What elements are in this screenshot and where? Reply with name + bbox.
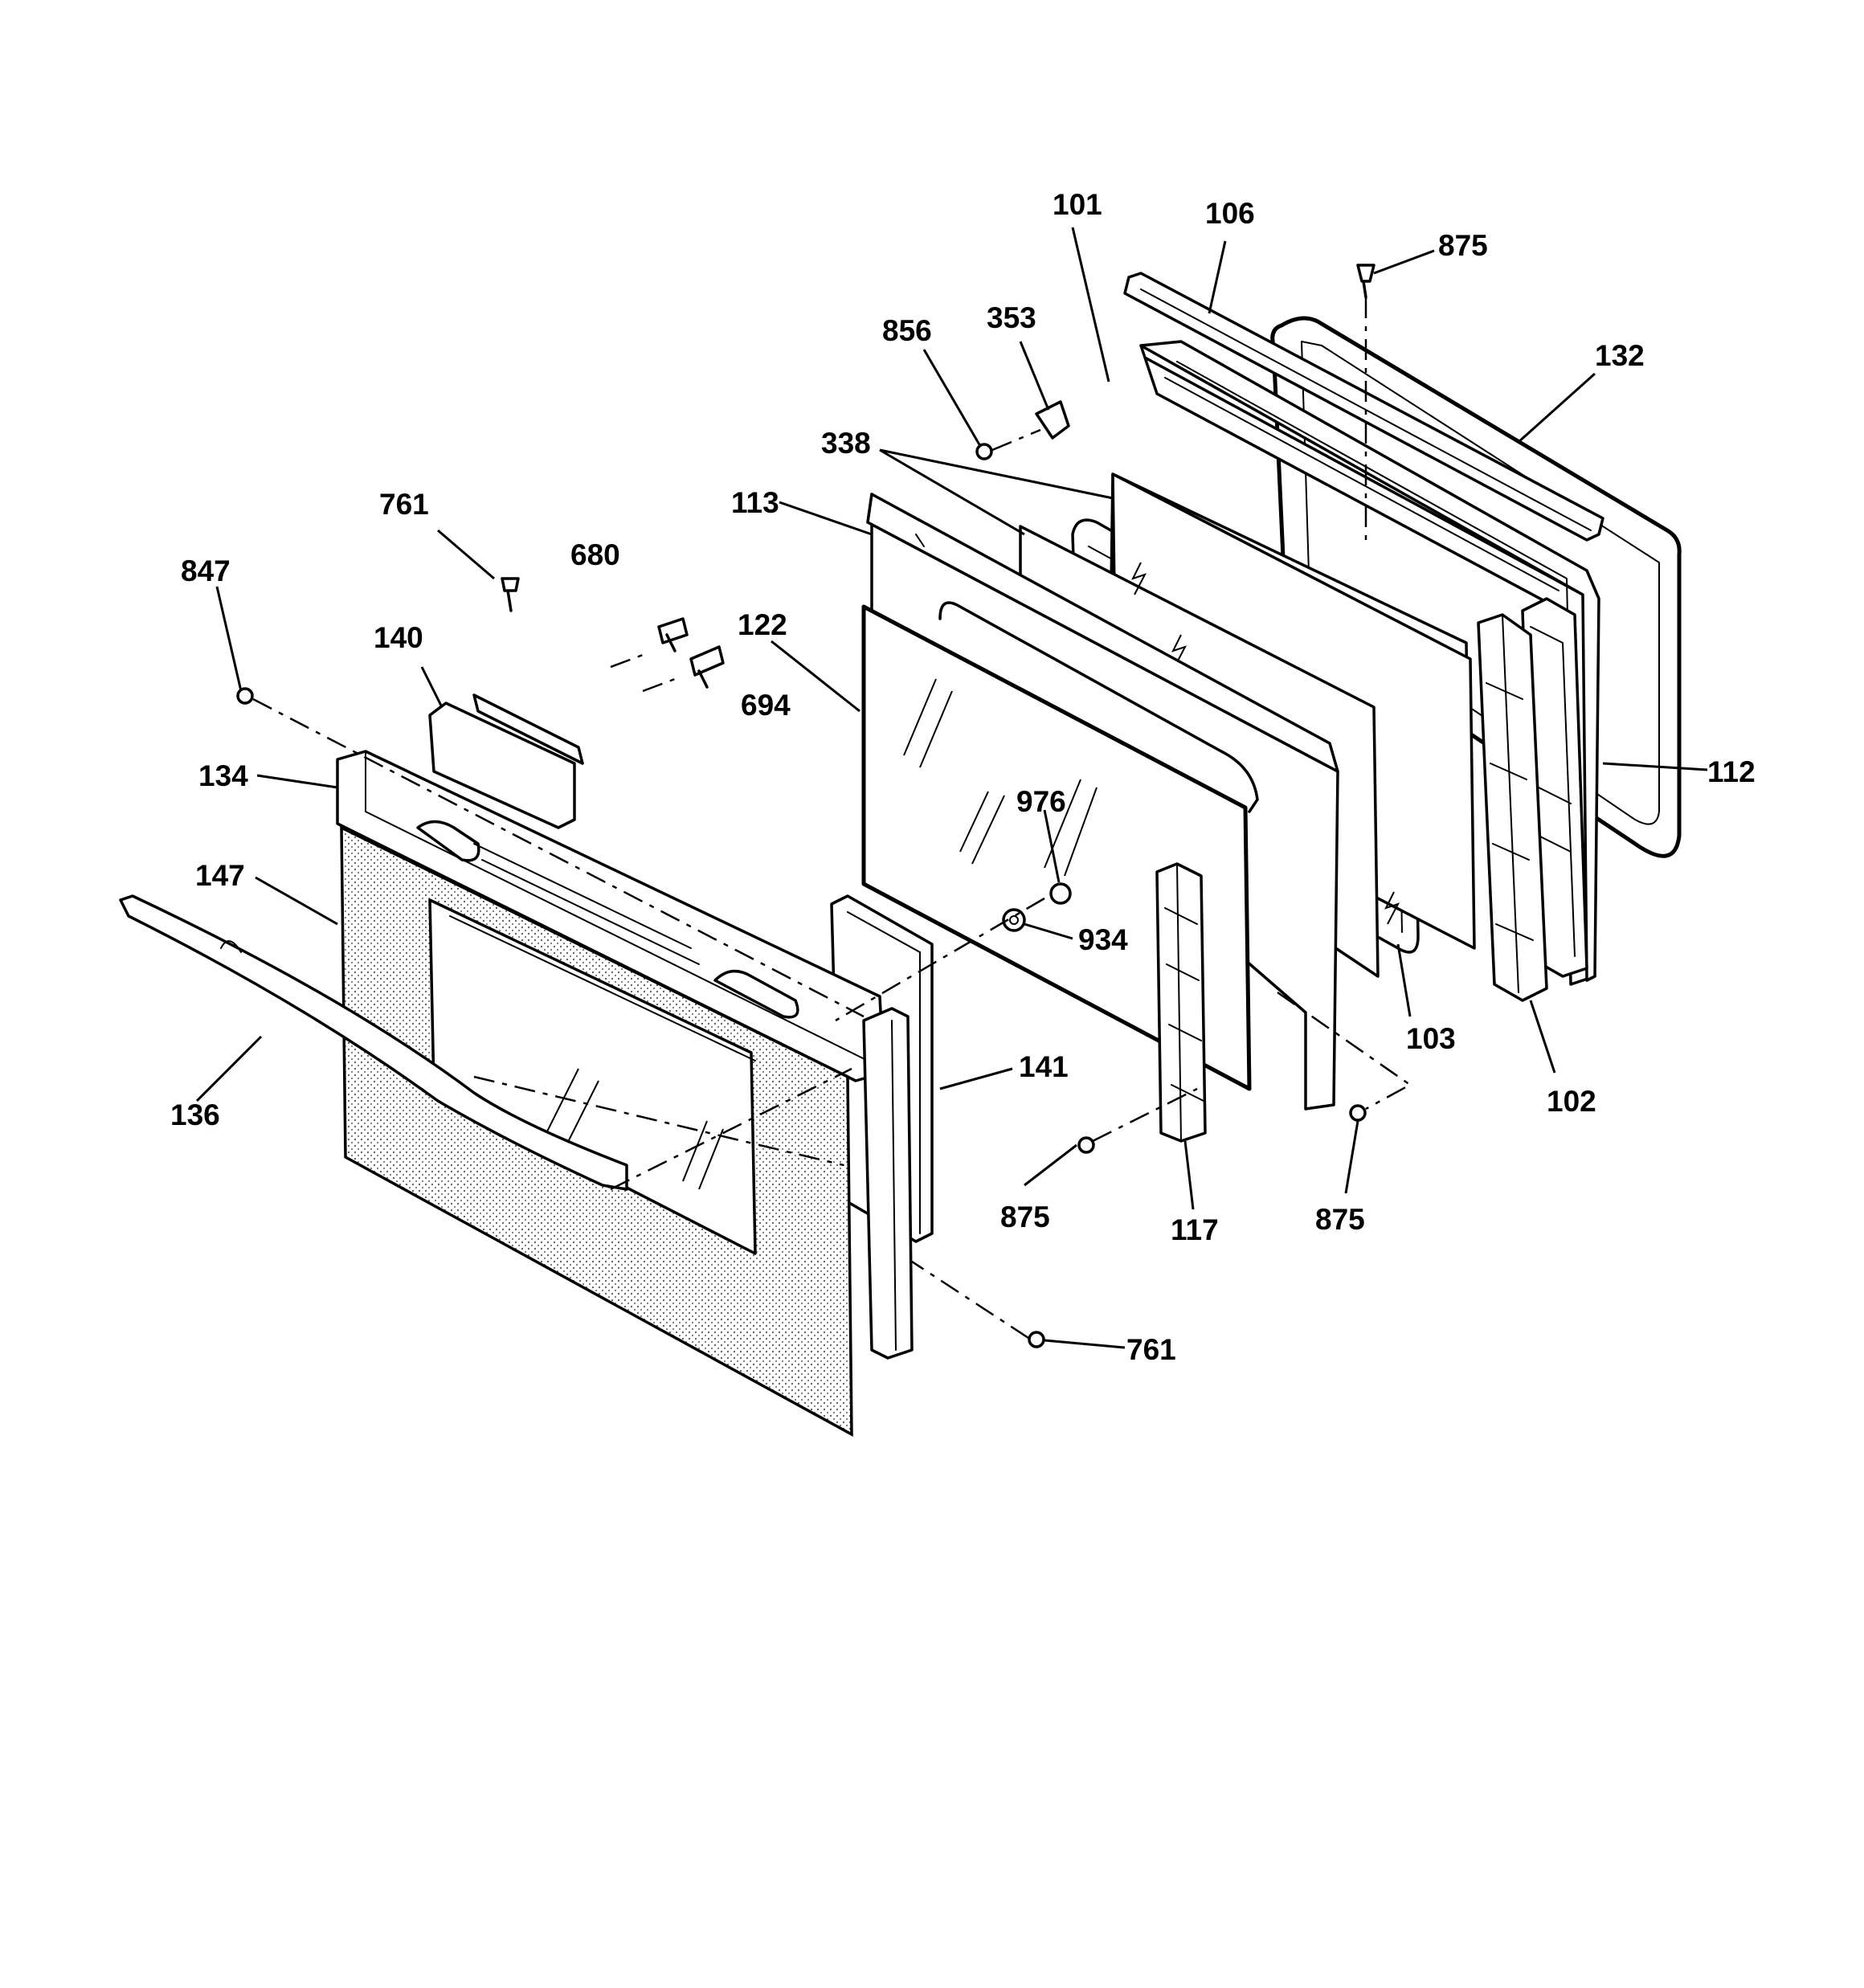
washer-934 (1002, 908, 1026, 932)
callout-106: 106 (1205, 197, 1255, 230)
callout-117: 117 (1171, 1213, 1219, 1246)
screw-680 (657, 617, 689, 652)
callout-847: 847 (181, 554, 231, 587)
callout-761-bottom: 761 (1126, 1333, 1176, 1366)
callout-338: 338 (821, 427, 871, 460)
screw-875-top (1356, 264, 1376, 299)
door-frame-side (862, 1007, 914, 1360)
door-handle-136 (119, 894, 628, 1191)
callout-141: 141 (1019, 1050, 1069, 1083)
nut-976 (1049, 882, 1072, 905)
callout-856: 856 (882, 314, 932, 347)
callout-101: 101 (1053, 188, 1102, 221)
callout-875-right: 875 (1315, 1203, 1365, 1236)
callout-934: 934 (1078, 923, 1128, 956)
vent-strip-117 (1155, 862, 1207, 1143)
screw-761-top (501, 577, 520, 612)
screw-761-bottom (1028, 1331, 1045, 1348)
screw-847 (236, 687, 254, 705)
callout-875-left: 875 (1000, 1201, 1050, 1233)
screw-856 (975, 443, 993, 460)
callout-122: 122 (738, 608, 787, 641)
leader-lines (195, 227, 1708, 1349)
callout-140: 140 (374, 621, 423, 654)
callout-113: 113 (731, 486, 779, 519)
callout-680: 680 (570, 538, 620, 571)
outer-glass-122 (861, 601, 1259, 1091)
callout-labels: 101 106 875 132 856 353 338 113 761 680 … (170, 188, 1756, 1366)
door-gasket-132 (1270, 316, 1682, 858)
callout-875-top: 875 (1438, 229, 1488, 262)
screw-875-left (1077, 1136, 1095, 1154)
callout-134: 134 (198, 759, 248, 792)
callout-147: 147 (195, 859, 245, 892)
assembly-lines (252, 297, 1412, 1340)
callout-136: 136 (170, 1098, 220, 1131)
callout-102: 102 (1547, 1085, 1596, 1118)
callout-112: 112 (1707, 755, 1756, 788)
callout-761-top: 761 (379, 488, 429, 521)
outer-door-panel-147 (340, 825, 853, 1437)
top-bracket-140 (428, 693, 584, 829)
callout-353: 353 (987, 301, 1036, 334)
callout-103: 103 (1406, 1022, 1456, 1055)
screw-875-right (1349, 1104, 1367, 1122)
screw-694 (689, 645, 725, 689)
clip-353 (1035, 400, 1070, 440)
callout-132: 132 (1595, 339, 1645, 372)
callout-976: 976 (1016, 785, 1066, 818)
side-channel-102 (1477, 613, 1548, 1002)
callout-694: 694 (741, 689, 791, 722)
